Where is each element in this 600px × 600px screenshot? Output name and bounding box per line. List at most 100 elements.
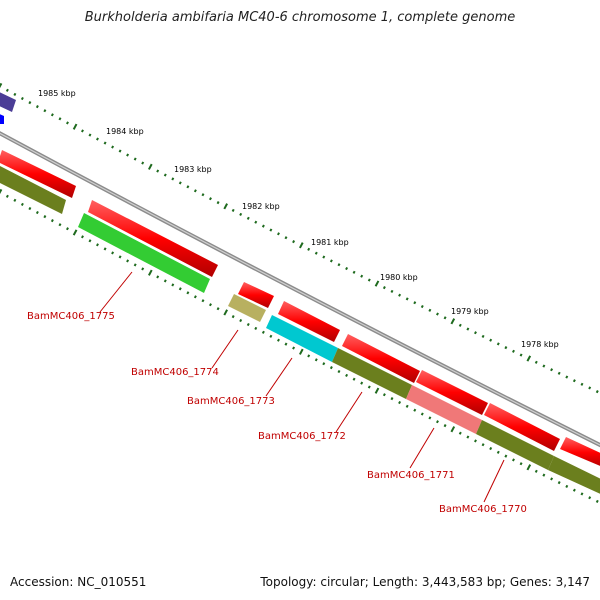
major-tick	[0, 82, 3, 90]
minor-tick	[534, 469, 538, 473]
minor-tick	[58, 223, 62, 227]
gene-label[interactable]: BamMC406_1770	[439, 504, 527, 515]
gene-reverse-olive-left[interactable]	[0, 165, 66, 214]
minor-tick	[58, 117, 62, 121]
scale-label: 1981 kbp	[311, 238, 349, 247]
minor-tick	[352, 377, 356, 381]
minor-tick	[133, 263, 137, 267]
minor-tick	[504, 454, 508, 458]
gene-label[interactable]: BamMC406_1773	[187, 396, 275, 407]
gene-forward-3[interactable]	[238, 282, 274, 308]
minor-tick	[337, 263, 341, 267]
minor-tick	[314, 358, 318, 362]
minor-tick	[186, 291, 190, 295]
minor-tick	[88, 239, 92, 243]
gene-label[interactable]: BamMC406_1775	[27, 311, 115, 322]
minor-tick	[133, 157, 137, 161]
gene-BamMC406_1772[interactable]	[332, 348, 412, 399]
gene-forward-7[interactable]	[484, 403, 560, 451]
gene-reverse-olive-right[interactable]	[548, 456, 600, 496]
minor-tick	[141, 161, 145, 165]
minor-tick	[284, 236, 288, 240]
minor-tick	[345, 373, 349, 377]
minor-tick	[481, 334, 485, 338]
minor-tick	[550, 368, 554, 372]
minor-tick	[178, 181, 182, 185]
minor-tick	[588, 496, 592, 500]
major-tick	[526, 464, 532, 471]
minor-tick	[420, 412, 424, 416]
minor-tick	[572, 488, 576, 492]
minor-tick	[28, 101, 32, 105]
minor-tick	[458, 431, 462, 435]
gene-label[interactable]: BamMC406_1772	[258, 431, 346, 442]
minor-tick	[246, 322, 250, 327]
gene-BamMC406_1770[interactable]	[476, 420, 554, 470]
minor-tick	[35, 210, 39, 215]
minor-tick	[360, 381, 364, 385]
minor-tick	[50, 113, 54, 117]
gene-blue[interactable]	[0, 112, 4, 124]
minor-tick	[111, 251, 115, 255]
minor-tick	[519, 462, 523, 466]
label-leaders	[99, 271, 505, 503]
minor-tick	[254, 326, 258, 330]
minor-tick	[201, 299, 205, 303]
minor-tick	[466, 435, 470, 439]
minor-tick	[239, 212, 243, 216]
minor-tick	[5, 88, 9, 92]
minor-tick	[420, 304, 424, 309]
minor-tick	[118, 255, 122, 259]
minor-tick	[307, 354, 311, 358]
minor-tick	[580, 382, 584, 386]
minor-tick	[20, 96, 24, 101]
major-tick	[223, 203, 228, 210]
scale-label: 1982 kbp	[242, 202, 280, 211]
topology-text: Topology: circular; Length: 3,443,583 bp…	[260, 575, 590, 589]
gene-forward-4[interactable]	[278, 301, 340, 342]
minor-tick	[66, 121, 69, 125]
gene-label[interactable]: BamMC406_1774	[131, 367, 219, 378]
minor-tick	[163, 279, 167, 283]
chromosome-backbone	[0, 131, 600, 448]
minor-tick	[209, 197, 212, 201]
minor-tick	[269, 334, 273, 338]
gene-forward-6[interactable]	[416, 370, 488, 415]
gene-BamMC406_1774[interactable]	[228, 294, 266, 322]
minor-tick	[96, 243, 99, 247]
minor-tick	[284, 342, 288, 346]
minor-tick	[443, 316, 447, 320]
inner-scale-ticks	[0, 188, 599, 503]
gene-forward-5[interactable]	[342, 334, 420, 383]
gene-label[interactable]: BamMC406_1771	[367, 470, 455, 481]
minor-tick	[580, 492, 584, 496]
minor-tick	[565, 375, 569, 379]
gene-BamMC406_1775[interactable]	[78, 213, 210, 293]
minor-tick	[43, 215, 47, 219]
gene-forward-8[interactable]	[560, 437, 600, 468]
minor-tick	[322, 255, 326, 259]
minor-tick	[322, 362, 326, 366]
minor-tick	[481, 443, 485, 447]
minor-tick	[428, 416, 432, 420]
minor-tick	[345, 266, 349, 271]
gene-purple[interactable]	[0, 90, 16, 112]
minor-tick	[390, 289, 394, 293]
minor-tick	[572, 379, 576, 383]
minor-tick	[111, 145, 115, 149]
minor-tick	[329, 366, 333, 370]
minor-tick	[231, 208, 235, 212]
minor-tick	[504, 346, 508, 350]
forward-genes	[0, 150, 600, 468]
minor-tick	[367, 385, 371, 389]
minor-tick	[367, 278, 371, 282]
gene-forward-2[interactable]	[88, 200, 218, 277]
minor-tick	[261, 224, 265, 228]
gene-BamMC406_1773[interactable]	[266, 315, 338, 362]
minor-tick	[277, 232, 280, 236]
gene-forward-1[interactable]	[0, 150, 76, 198]
minor-tick	[390, 397, 394, 401]
minor-tick	[474, 331, 477, 335]
gene-BamMC406_1771[interactable]	[406, 385, 482, 434]
